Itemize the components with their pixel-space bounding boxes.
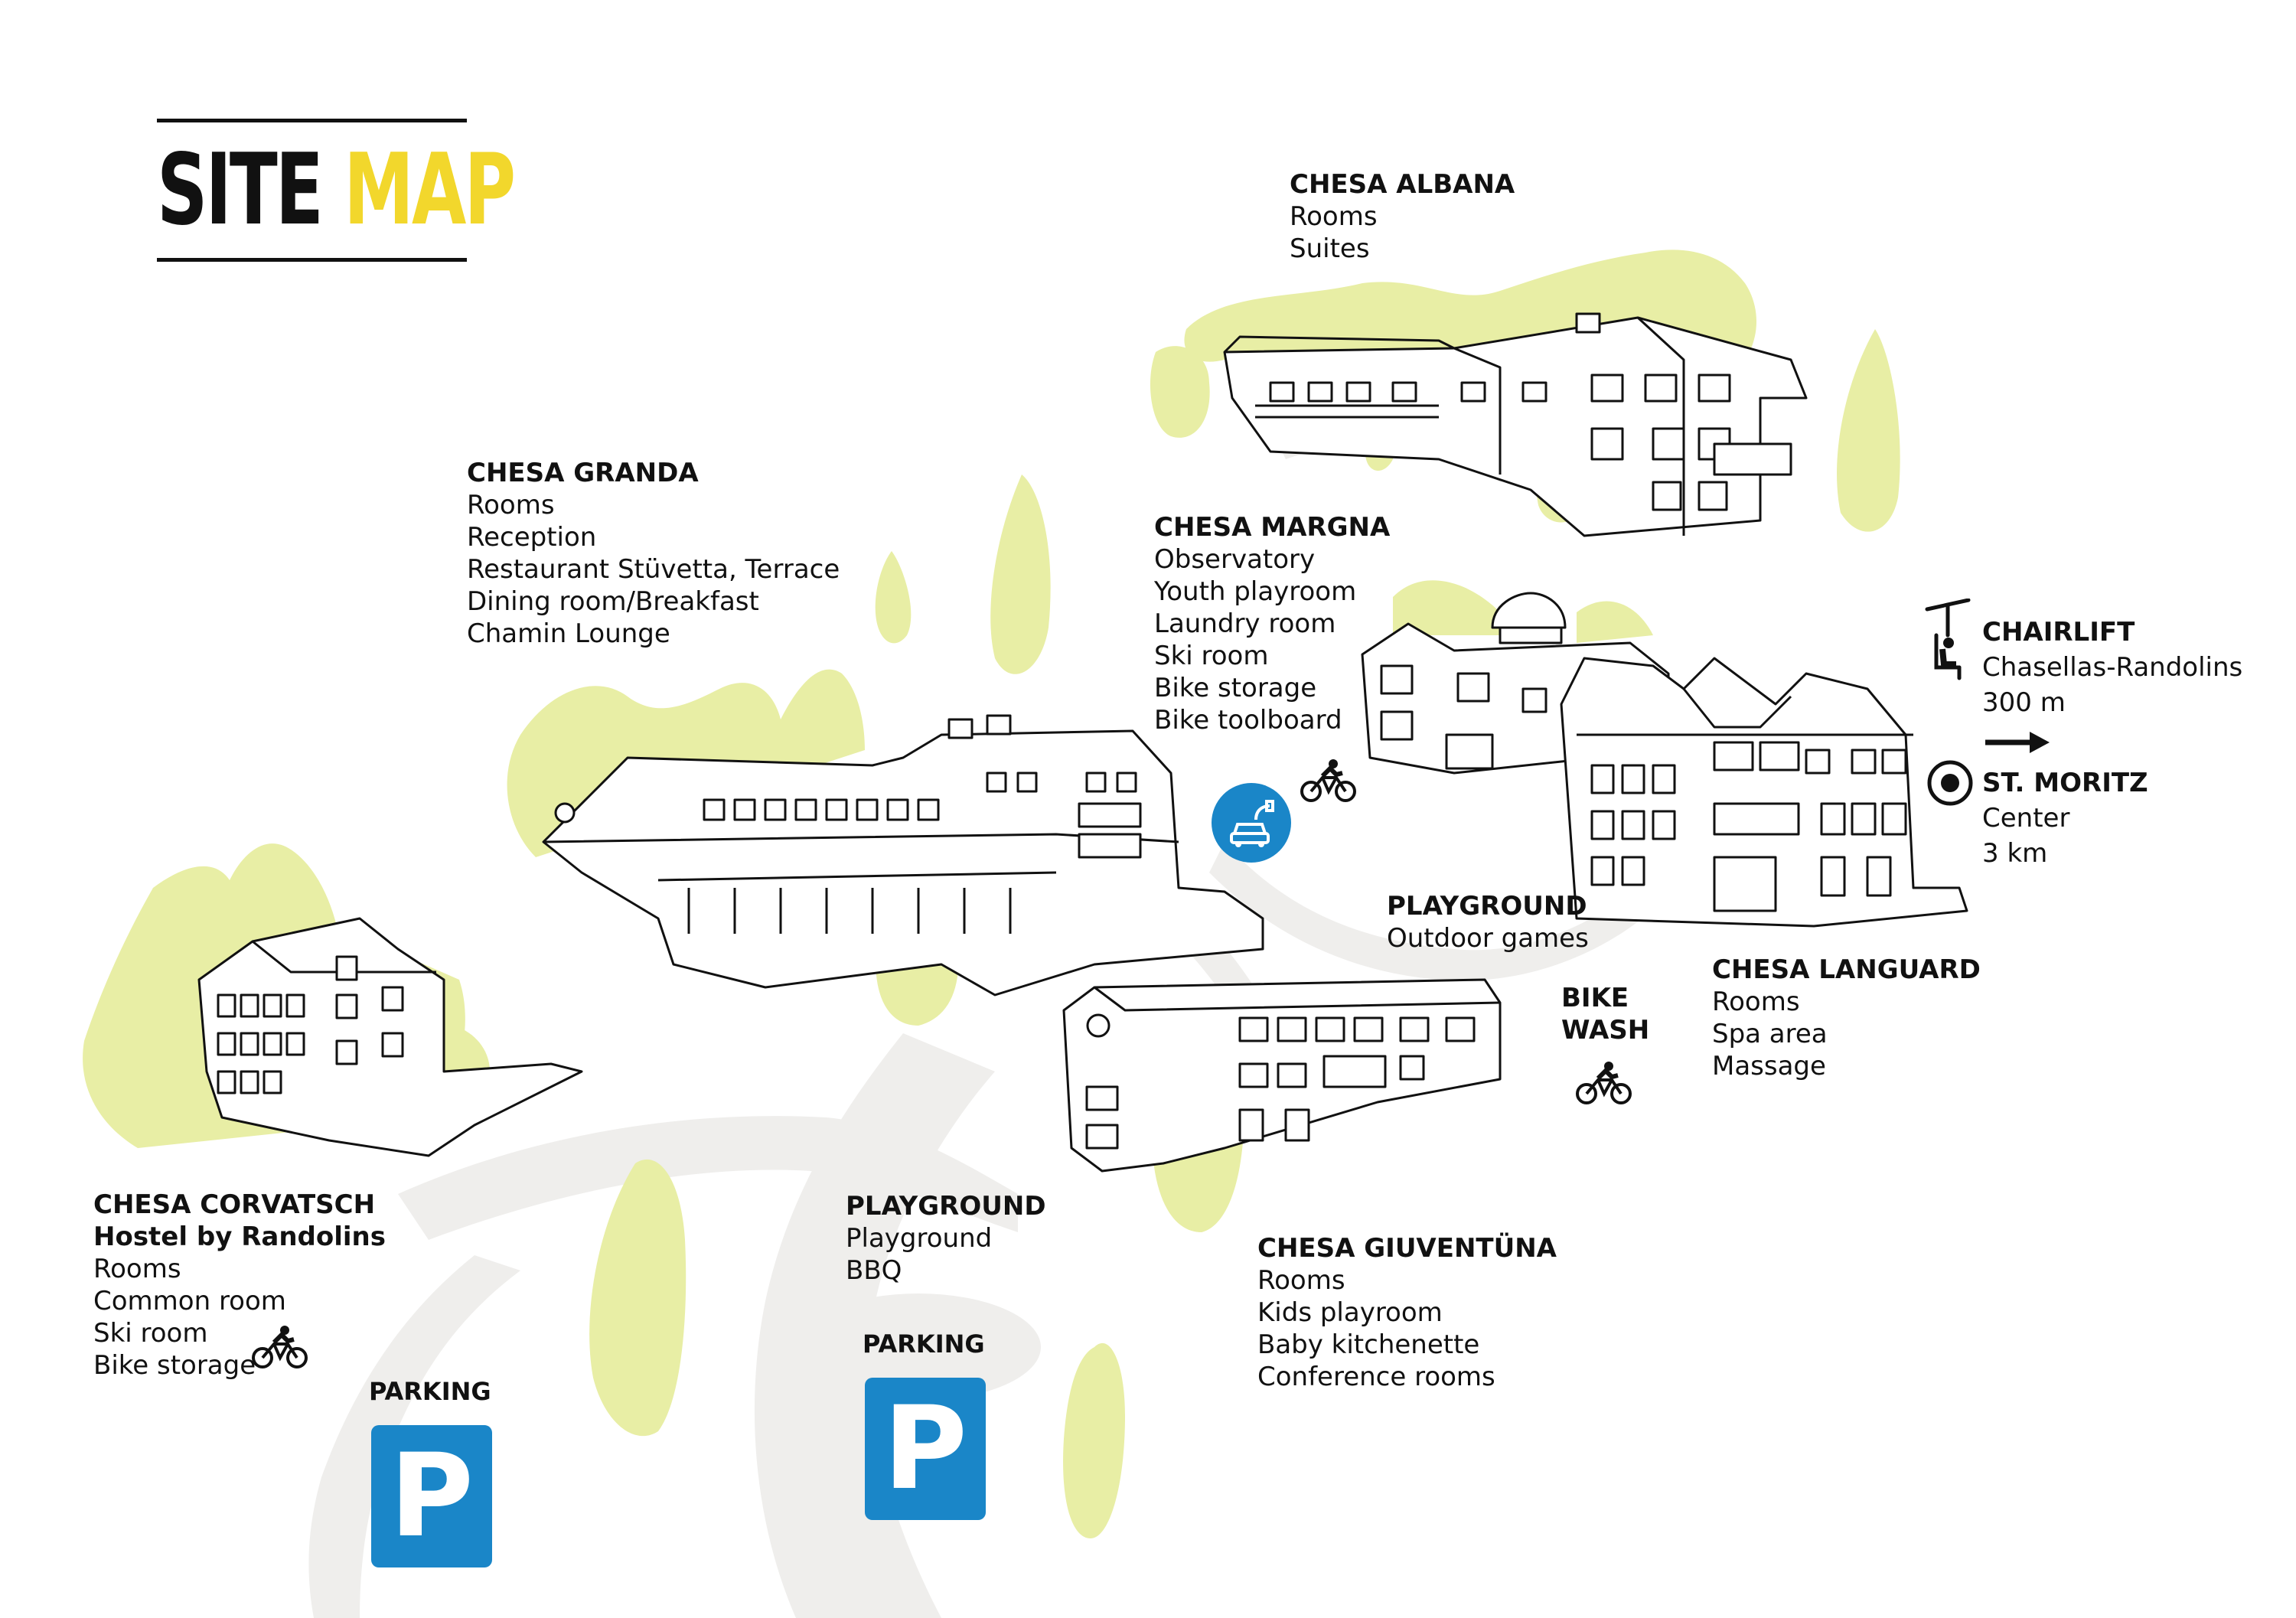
feature-item: Reception — [467, 522, 597, 553]
ev-charging-icon — [1230, 800, 1274, 847]
feature-item: Baby kitchenette — [1257, 1329, 1480, 1360]
building-name: CHESA GRANDA — [467, 458, 699, 488]
building-chesa-corvatsch — [197, 917, 583, 1157]
feature-item: Bike storage — [93, 1350, 256, 1381]
label-chesa-margna[interactable]: CHESA MARGNA Observatory Youth playroom … — [1154, 511, 1390, 736]
feature-item: Ski room — [93, 1318, 208, 1349]
feature-item: Outdoor games — [1387, 923, 1589, 954]
parking-icon[interactable]: P — [371, 1425, 492, 1567]
feature-item: Massage — [1712, 1051, 1826, 1081]
bike-wash-line2: WASH — [1561, 1015, 1650, 1046]
title-top-rule — [157, 119, 467, 122]
label-chesa-giuventuna[interactable]: CHESA GIUVENTÜNA Rooms Kids playroom Bab… — [1257, 1232, 1557, 1393]
feature-item: Restaurant Stüvetta, Terrace — [467, 554, 840, 585]
st-moritz-direction[interactable]: ST. MORITZ Center 3 km — [1982, 765, 2148, 871]
feature-item: Conference rooms — [1257, 1362, 1495, 1392]
building-chesa-languard — [1560, 657, 1968, 928]
bike-icon — [1576, 1062, 1632, 1104]
feature-item: Dining room/Breakfast — [467, 586, 759, 617]
feature-item: Bike storage — [1154, 673, 1317, 703]
playground-name: PLAYGROUND — [1387, 891, 1587, 922]
feature-item: Laundry room — [1154, 608, 1336, 639]
label-playground-bbq[interactable]: PLAYGROUND Playground BBQ — [846, 1190, 1046, 1287]
bike-icon — [252, 1326, 308, 1368]
parking-icon[interactable]: P — [865, 1378, 986, 1520]
buildings — [197, 312, 1968, 1173]
site-map-title: SITE MAP — [157, 119, 516, 264]
building-name: CHESA GIUVENTÜNA — [1257, 1233, 1557, 1264]
bike-wash-line1: BIKE — [1561, 983, 1629, 1013]
feature-item: Rooms — [1290, 201, 1378, 232]
building-chesa-granda — [542, 714, 1264, 997]
title-text: SITE MAP — [157, 142, 516, 240]
label-chesa-granda[interactable]: CHESA GRANDA Rooms Reception Restaurant … — [467, 457, 840, 650]
feature-item: Observatory — [1154, 544, 1316, 575]
feature-item: Ski room — [1154, 641, 1269, 671]
feature-item: Rooms — [1257, 1265, 1345, 1296]
label-chesa-corvatsch[interactable]: CHESA CORVATSCH Hostel by Randolins Room… — [93, 1189, 386, 1381]
title-bottom-rule — [157, 258, 467, 262]
feature-item: Youth playroom — [1154, 576, 1357, 607]
label-playground-outdoor[interactable]: PLAYGROUND Outdoor games — [1387, 890, 1589, 954]
playground-name: PLAYGROUND — [846, 1191, 1046, 1222]
label-chesa-albana[interactable]: CHESA ALBANA Rooms Suites — [1290, 168, 1515, 265]
chairlift-icon — [1925, 599, 1971, 680]
feature-item: Chamin Lounge — [467, 618, 670, 649]
building-name: CHESA LANGUARD — [1712, 954, 1981, 985]
feature-item: Rooms — [1712, 987, 1800, 1017]
arrow-right-icon — [1985, 732, 2050, 753]
label-bike-wash[interactable]: BIKE WASH — [1561, 982, 1649, 1046]
feature-item: Common room — [93, 1286, 286, 1316]
label-chesa-languard[interactable]: CHESA LANGUARD Rooms Spa area Massage — [1712, 954, 1981, 1082]
chairlift-destination: Chasellas-Randolins — [1982, 652, 2243, 683]
title-word-map: MAP — [344, 133, 516, 247]
chairlift-direction[interactable]: CHAIRLIFT Chasellas-Randolins 300 m — [1982, 615, 2242, 720]
bike-icon — [1300, 759, 1356, 802]
building-chesa-giuventuna — [1062, 978, 1502, 1173]
title-word-site: SITE — [157, 133, 324, 247]
feature-item: Bike toolboard — [1154, 705, 1342, 736]
building-name: CHESA ALBANA — [1290, 169, 1515, 200]
chairlift-name: CHAIRLIFT — [1982, 617, 2135, 648]
st-moritz-distance: 3 km — [1982, 838, 2048, 869]
st-moritz-name: ST. MORITZ — [1982, 768, 2148, 798]
ev-charging-station[interactable] — [1212, 783, 1291, 863]
building-chesa-albana — [1223, 312, 1808, 537]
feature-item: Spa area — [1712, 1019, 1828, 1049]
target-icon — [1927, 760, 1973, 806]
building-name: CHESA MARGNA — [1154, 512, 1391, 543]
feature-item: Playground — [846, 1223, 993, 1254]
building-name: CHESA CORVATSCH — [93, 1189, 376, 1220]
feature-item: Rooms — [467, 490, 555, 520]
parking-center-label: PARKING — [863, 1329, 985, 1359]
feature-item: Kids playroom — [1257, 1297, 1443, 1328]
feature-item: Rooms — [93, 1254, 181, 1284]
feature-item: Suites — [1290, 233, 1370, 264]
feature-item: BBQ — [846, 1255, 902, 1286]
chairlift-distance: 300 m — [1982, 687, 2066, 718]
building-subtitle: Hostel by Randolins — [93, 1222, 386, 1252]
parking-left-label: PARKING — [369, 1377, 491, 1406]
st-moritz-place: Center — [1982, 803, 2070, 833]
